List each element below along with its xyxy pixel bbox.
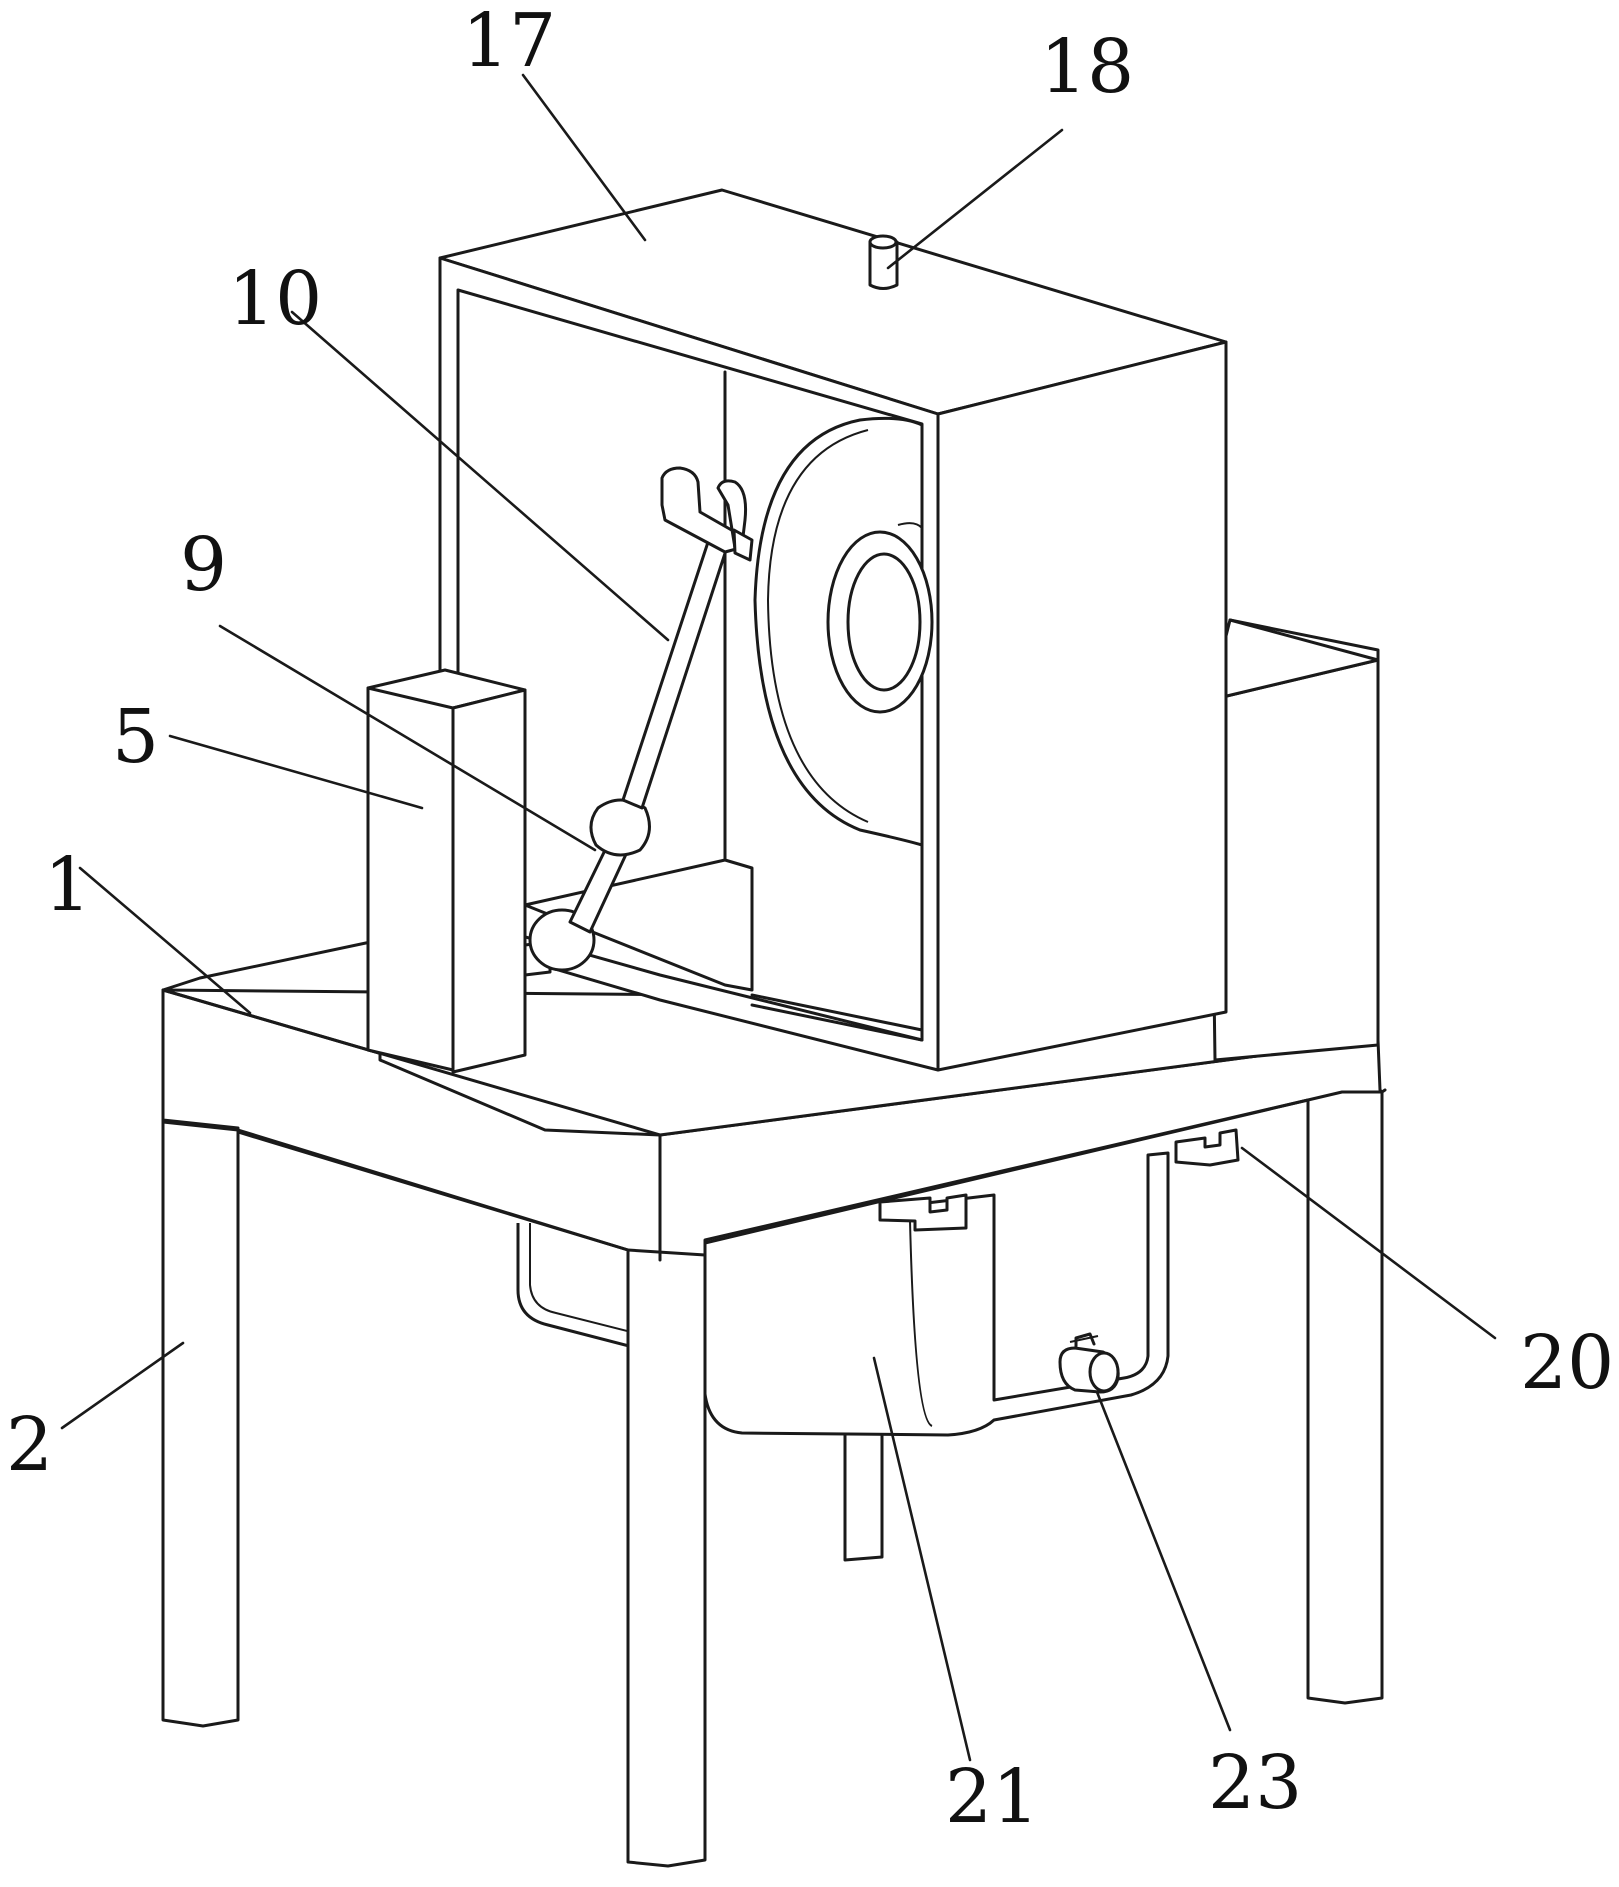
right-support-plate <box>1208 618 1380 1062</box>
leg-front-left <box>161 1120 240 1728</box>
label-20: 20 <box>1520 1320 1614 1406</box>
label-17: 17 <box>462 0 556 84</box>
label-1: 1 <box>44 842 91 928</box>
robot-arm <box>523 466 754 977</box>
drain-valve <box>1058 1332 1120 1394</box>
label-10: 10 <box>228 256 322 342</box>
leader-lines <box>60 73 1497 1762</box>
label-21: 21 <box>945 1754 1039 1840</box>
support-post <box>366 668 527 1074</box>
leg-right <box>1306 1092 1384 1705</box>
label-5: 5 <box>112 694 159 780</box>
top-nozzle <box>868 234 899 290</box>
leg-back-middle <box>843 1420 884 1562</box>
label-9: 9 <box>180 522 227 608</box>
label-18: 18 <box>1040 24 1134 110</box>
leg-front-middle <box>626 1250 707 1868</box>
legs <box>161 1092 1384 1868</box>
label-2: 2 <box>6 1402 53 1488</box>
reference-numerals: 17 18 10 9 5 1 2 20 21 23 <box>6 0 1614 1840</box>
label-23: 23 <box>1208 1740 1302 1826</box>
